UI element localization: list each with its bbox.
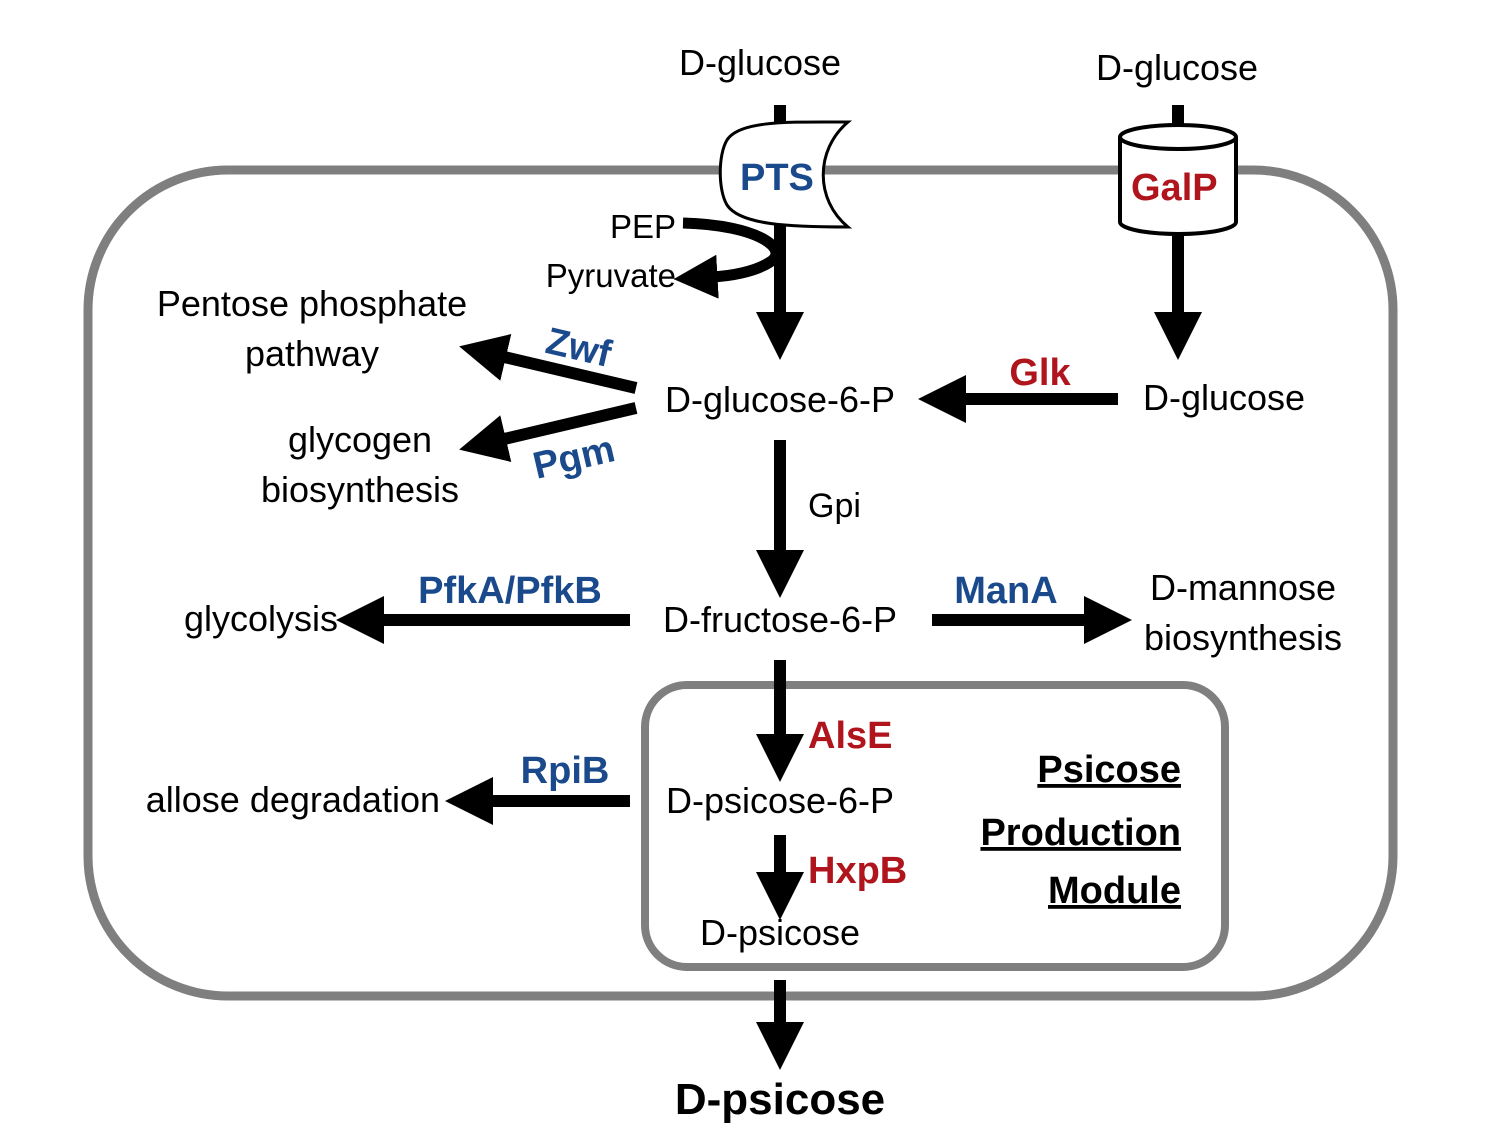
pfk-label: PfkA/PfkB <box>418 570 602 612</box>
pts-transporter-icon <box>718 120 853 229</box>
module-title-line2: Production <box>980 812 1181 854</box>
glucose-intracellular-label: D-glucose <box>1143 377 1305 418</box>
mannose-label-line2: biosynthesis <box>1144 617 1342 658</box>
alse-label: AlsE <box>808 715 892 757</box>
galp-transporter-icon <box>1118 123 1238 236</box>
psicose-intracellular-label: D-psicose <box>700 912 860 953</box>
pts-label: PTS <box>740 157 814 199</box>
glucose-6p-label: D-glucose-6-P <box>665 379 895 420</box>
mana-label: ManA <box>954 570 1057 612</box>
mannose-label-line1: D-mannose <box>1150 567 1336 608</box>
pentose-phosphate-label-line2: pathway <box>245 333 379 374</box>
psicose-6p-label: D-psicose-6-P <box>666 780 894 821</box>
rpib-label: RpiB <box>521 750 610 792</box>
fructose-6p-label: D-fructose-6-P <box>663 599 897 640</box>
psicose-production-module-box <box>641 681 1229 971</box>
galp-label: GalP <box>1131 167 1218 209</box>
arrow-zwf <box>459 334 638 394</box>
arrow-pgm <box>459 402 638 462</box>
glucose-right-label: D-glucose <box>1096 47 1258 88</box>
psicose-product-label: D-psicose <box>675 1075 885 1124</box>
glk-label: Glk <box>1009 352 1071 394</box>
glycogen-label-line1: glycogen <box>288 419 432 460</box>
arrow-pep-to-pyruvate <box>673 217 782 299</box>
module-title-line3: Module <box>1048 870 1181 912</box>
glycolysis-label: glycolysis <box>184 598 338 639</box>
glycogen-label-line2: biosynthesis <box>261 469 459 510</box>
pep-label: PEP <box>610 208 676 245</box>
pentose-phosphate-label-line1: Pentose phosphate <box>157 283 467 324</box>
hxpb-label: HxpB <box>808 850 907 892</box>
gpi-label: Gpi <box>808 487 861 525</box>
pgm-label: Pgm <box>529 428 619 487</box>
pyruvate-label: Pyruvate <box>546 257 676 294</box>
glucose-left-label: D-glucose <box>679 42 841 83</box>
module-title-line1: Psicose <box>1037 749 1181 791</box>
allose-degradation-label: allose degradation <box>146 779 440 820</box>
